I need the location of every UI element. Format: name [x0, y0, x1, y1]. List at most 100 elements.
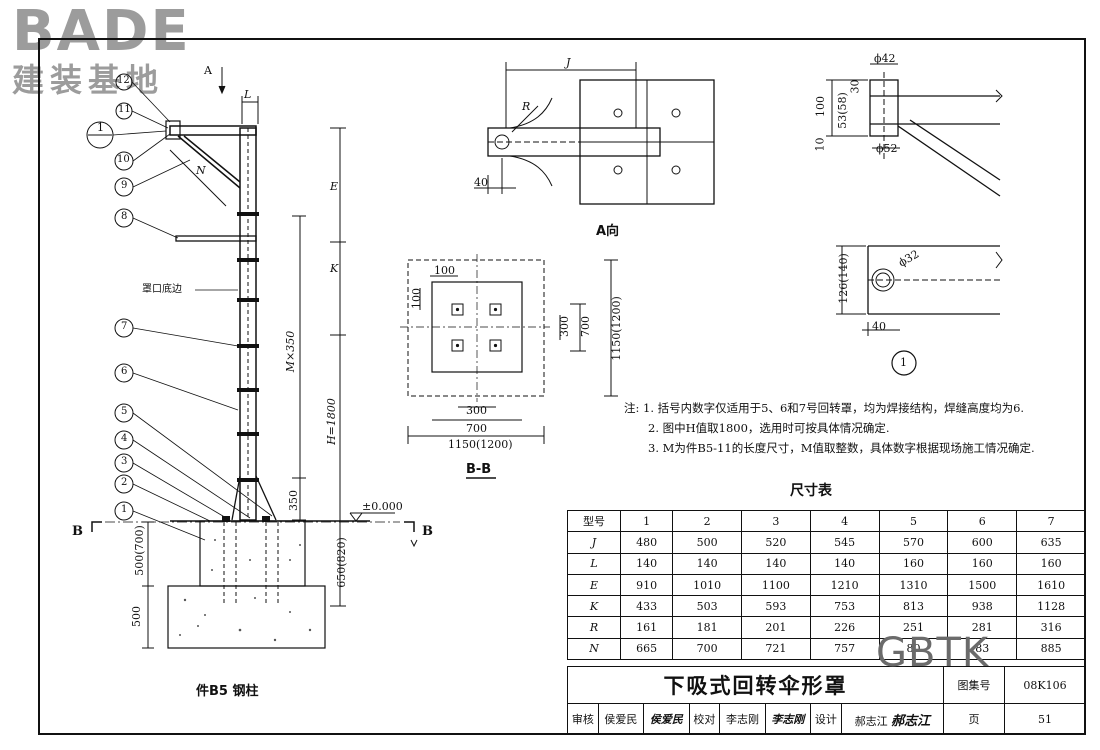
note-line: 2. 图中H值取1800，选用时可按具体情况确定.	[648, 421, 890, 435]
table-row: N 665 700 721 757 80 83 885	[567, 637, 1086, 661]
table-cell: 160	[878, 552, 949, 575]
dim-l: L	[244, 88, 252, 101]
elevation-caption: 件B5 钢柱	[196, 684, 259, 699]
table-cell: 600	[947, 531, 1018, 554]
notes-prefix: 注:	[624, 401, 640, 415]
dim-m: M×350	[284, 330, 298, 373]
dim-phi42: ϕ42	[874, 52, 896, 65]
dim-100-left: 100	[410, 288, 423, 309]
dim-700-vertical: 700	[579, 316, 592, 337]
note-line: 3. M为件B5-11的长度尺寸，M值取整数，具体数字根据现场施工情况确定.	[648, 441, 1035, 455]
table-row-label: J	[567, 531, 621, 554]
balloon-1: 1	[121, 504, 128, 515]
table-cell: 316	[1016, 616, 1086, 639]
designer-cell: 郝志江 郝志江	[840, 703, 945, 735]
notes: 注: 1. 括号内数字仅适用于5、6和7号回转罩，均为焊接结构，焊缝高度均为6.…	[624, 398, 1035, 458]
table-cell: 665	[619, 637, 674, 661]
dim-h: H=1800	[324, 398, 338, 445]
table-header-cell: 3	[740, 509, 811, 533]
checker-name: 李志刚	[719, 703, 766, 735]
balloon-3: 3	[121, 456, 128, 467]
balloon-2: 2	[121, 477, 128, 488]
dim-100-detail: 100	[814, 96, 827, 117]
dim-500: 500	[130, 606, 143, 627]
dim-e: E	[330, 180, 339, 193]
table-header-row: 型号 1 2 3 4 5 6 7	[567, 509, 1086, 533]
dim-1150-horizontal: 1150(1200)	[448, 438, 513, 451]
table-cell: 635	[1016, 531, 1086, 554]
table-row: L 140 140 140 140 160 160 160	[567, 552, 1086, 575]
steel-column-elevation	[86, 67, 418, 649]
balloon-11: 11	[118, 104, 131, 115]
table-cell: 753	[809, 595, 880, 618]
balloon-8: 8	[121, 211, 128, 222]
table-cell: 1010	[672, 573, 742, 597]
table-row: K 433 503 593 753 813 938 1128	[567, 595, 1086, 618]
table-cell: 545	[809, 531, 880, 554]
table-row-label: N	[567, 637, 621, 661]
table-cell: 910	[619, 573, 674, 597]
atlas-number: 08K106	[1004, 665, 1086, 705]
balloon-12: 12	[117, 75, 130, 86]
balloon-10: 10	[117, 154, 130, 165]
table-cell: 500	[672, 531, 742, 554]
table-header-cell: 1	[619, 509, 674, 533]
table-title: 尺寸表	[790, 483, 832, 499]
table-cell: 757	[809, 637, 880, 661]
title-block: 下吸式回转伞形罩 图集号 08K106 审核 侯爱民 侯爱民 校对 李志刚 李志…	[567, 665, 1086, 735]
note-line: 1. 括号内数字仅适用于5、6和7号回转罩，均为焊接结构，焊缝高度均为6.	[643, 401, 1025, 415]
dim-53-58: 53(58)	[835, 92, 849, 129]
watermark: GBTK	[876, 630, 990, 676]
dim-300-horizontal: 300	[466, 404, 487, 417]
designer-signature: 郝志江	[891, 713, 931, 729]
view-a-arrow-label: A	[204, 64, 212, 77]
table-cell: 140	[619, 552, 674, 575]
table-cell: 700	[672, 637, 742, 661]
check-label: 校对	[688, 703, 721, 735]
dim-40-view-a: 40	[474, 176, 488, 189]
table-cell: 1310	[878, 573, 949, 597]
table-cell: 721	[740, 637, 811, 661]
dim-10: 10	[813, 137, 827, 152]
atlas-label: 图集号	[943, 665, 1005, 705]
table-cell: 161	[619, 616, 674, 639]
table-cell: 1100	[740, 573, 811, 597]
table-cell: 80	[878, 637, 949, 661]
reviewer-signature: 侯爱民	[643, 703, 690, 735]
balloon-7: 7	[121, 321, 128, 332]
dim-1150-vertical: 1150(1200)	[609, 296, 623, 361]
designer-name: 郝志江	[854, 714, 888, 728]
review-label: 审核	[567, 703, 599, 735]
section-b-right-label: B	[422, 524, 433, 539]
table-header-cell: 6	[947, 509, 1018, 533]
dim-100-top: 100	[434, 264, 455, 277]
dim-30: 30	[848, 79, 862, 94]
table-row-label: R	[567, 616, 621, 639]
table-cell: 1500	[947, 573, 1018, 597]
balloon-5: 5	[121, 406, 128, 417]
reviewer-name: 侯爱民	[597, 703, 645, 735]
table-header-cell: 7	[1016, 509, 1086, 533]
table-cell: 1210	[809, 573, 880, 597]
table-cell: 885	[1016, 637, 1086, 661]
table-cell: 140	[740, 552, 811, 575]
table-cell: 1610	[1016, 573, 1086, 597]
dim-phi52: ϕ52	[876, 142, 898, 155]
table-cell: 160	[1016, 552, 1086, 575]
table-cell: 480	[619, 531, 674, 554]
dim-r: R	[522, 100, 531, 113]
table-row-label: L	[567, 552, 621, 575]
dim-650-820: 650(820)	[334, 537, 348, 588]
section-b-left-label: B	[72, 524, 83, 539]
drawing-title: 下吸式回转伞形罩	[663, 674, 848, 699]
checker-signature: 李志刚	[764, 703, 812, 735]
section-bb-drawing	[400, 254, 618, 479]
table-cell: 813	[878, 595, 949, 618]
table-cell: 433	[619, 595, 674, 618]
table-cell: 570	[878, 531, 949, 554]
table-row-label: E	[567, 573, 621, 597]
dim-700-horizontal: 700	[466, 422, 487, 435]
table-row: R 161 181 201 226 251 281 316	[567, 616, 1086, 639]
dim-500-700: 500(700)	[132, 525, 146, 576]
page-number: 51	[1004, 703, 1086, 735]
